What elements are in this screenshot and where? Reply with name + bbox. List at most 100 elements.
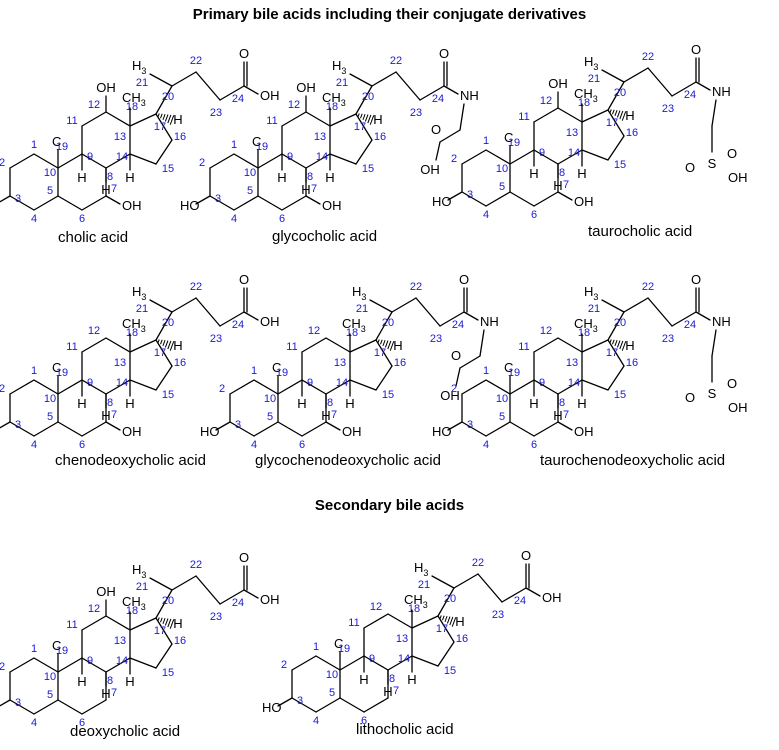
hydrogen-label: H: [301, 182, 310, 197]
bond: [607, 365, 625, 391]
atom-number-label: 24: [684, 89, 696, 101]
bond: [277, 379, 303, 395]
methyl-18-label: CH3: [574, 316, 598, 334]
sulfonyl-oxygen-label: O: [727, 146, 737, 161]
hydroxyl-c7-label: OH: [574, 194, 594, 209]
bond: [411, 615, 439, 629]
atom-number-label: 15: [162, 389, 174, 401]
atom-number-label: 12: [370, 601, 382, 613]
bond: [149, 577, 173, 591]
atom-number-label: 2: [281, 659, 287, 671]
acid-oxygen-label: O: [451, 348, 461, 363]
atom-number-label: 5: [47, 689, 53, 701]
atom-number-label: 11: [66, 115, 77, 127]
hashed-bond: [612, 339, 615, 345]
molecule-name-cholic-acid: cholic acid: [58, 229, 129, 246]
bond: [33, 153, 59, 169]
bond: [411, 655, 439, 667]
bond: [607, 339, 625, 367]
atom-number-label: 10: [264, 393, 276, 405]
atom-number-label: 4: [251, 439, 257, 451]
bond: [57, 153, 83, 169]
bond: [623, 297, 649, 313]
molecule-name-glycocholic-acid: glycocholic acid: [272, 228, 378, 245]
bond: [695, 81, 711, 91]
bond: [349, 73, 373, 87]
bond: [329, 113, 357, 127]
atom-number-label: 8: [107, 397, 113, 409]
atom-number-label: 21: [418, 579, 430, 591]
bond: [623, 67, 649, 83]
bond: [105, 421, 121, 431]
bond: [229, 421, 255, 437]
atom-number-label: 4: [483, 209, 489, 221]
atom-number-label: 7: [331, 409, 337, 421]
hashed-bond: [167, 114, 172, 124]
atom-number-label: 23: [210, 611, 222, 623]
atom-number-label: 24: [514, 595, 526, 607]
bond: [209, 195, 235, 211]
bond: [509, 191, 535, 207]
hashed-bond: [387, 340, 392, 350]
bond: [581, 339, 609, 353]
bond: [209, 153, 235, 169]
atom-number-label: 21: [136, 77, 148, 89]
atom-number-label: 24: [684, 319, 696, 331]
methyl-21-h-label: H3: [132, 284, 146, 302]
bond: [439, 129, 461, 143]
atom-number-label: 10: [496, 163, 508, 175]
bond: [149, 73, 173, 87]
atom-number-label: 1: [31, 643, 37, 655]
atom-number-label: 3: [15, 697, 21, 709]
atom-number-label: 22: [642, 51, 654, 63]
atom-number-label: 15: [614, 389, 626, 401]
hydrogen-label: H: [625, 108, 634, 123]
bond: [105, 153, 131, 169]
atom-number-label: 24: [232, 93, 244, 105]
atom-number-label: 20: [614, 87, 626, 99]
bond: [557, 379, 583, 395]
atom-number-label: 14: [336, 377, 348, 389]
carbonyl-oxygen-label: O: [239, 550, 249, 565]
bond: [711, 329, 717, 357]
methyl-19-label: C: [504, 130, 513, 145]
bond: [607, 135, 625, 161]
hashed-bond: [439, 615, 442, 619]
bond: [105, 337, 131, 353]
bond: [155, 365, 173, 391]
atom-number-label: 9: [87, 655, 93, 667]
bond: [155, 139, 173, 165]
hydroxyl-c12-label: OH: [548, 76, 568, 91]
hydrogen-label: H: [407, 672, 416, 687]
hashed-bond: [162, 114, 166, 120]
sulfonic-oh-label: OH: [728, 170, 748, 185]
atom-number-label: 17: [606, 117, 618, 129]
bond: [33, 657, 59, 673]
bond: [453, 573, 479, 589]
atom-number-label: 21: [588, 73, 600, 85]
bond: [81, 699, 107, 715]
hashed-bond: [169, 115, 175, 125]
atom-number-label: 14: [398, 653, 410, 665]
bond: [533, 421, 559, 437]
atom-number-label: 23: [430, 333, 442, 345]
bond: [325, 337, 351, 353]
bond: [477, 573, 503, 603]
atom-number-label: 8: [559, 167, 565, 179]
bond: [9, 421, 35, 437]
hydrogen-label: H: [577, 166, 586, 181]
hydrogen-label: H: [125, 170, 134, 185]
hydrogen-label: H: [125, 396, 134, 411]
atom-number-label: 1: [251, 365, 257, 377]
bond: [155, 617, 173, 645]
atom-number-label: 7: [393, 685, 399, 697]
bond: [301, 379, 327, 395]
bond: [533, 191, 559, 207]
hashed-bond: [162, 618, 166, 624]
bond: [557, 337, 583, 353]
atom-number-label: 3: [15, 193, 21, 205]
atom-number-label: 3: [297, 695, 303, 707]
atom-number-label: 16: [394, 357, 406, 369]
hashed-bond: [157, 113, 160, 117]
bond: [155, 643, 173, 669]
